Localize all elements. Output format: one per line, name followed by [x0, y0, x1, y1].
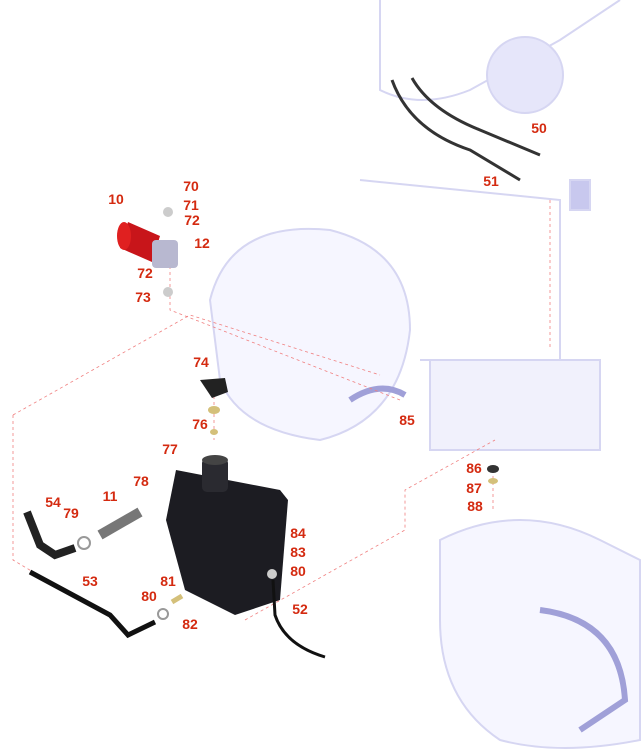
callout-70[interactable]: 70	[183, 178, 199, 194]
callout-10[interactable]: 10	[108, 191, 124, 207]
callout-50[interactable]: 50	[531, 120, 547, 136]
callout-53[interactable]: 53	[82, 573, 98, 589]
callout-78[interactable]: 78	[133, 473, 149, 489]
hose-11	[97, 507, 143, 540]
hose-50	[410, 77, 541, 157]
hose-51	[390, 79, 521, 182]
callout-12[interactable]: 12	[194, 235, 210, 251]
callout-51[interactable]: 51	[483, 173, 499, 189]
callout-81[interactable]: 81	[160, 573, 176, 589]
callout-74[interactable]: 74	[193, 354, 209, 370]
callout-77[interactable]: 77	[162, 441, 178, 457]
callout-54[interactable]: 54	[45, 494, 61, 510]
callout-85[interactable]: 85	[399, 412, 415, 428]
callout-83[interactable]: 83	[290, 544, 306, 560]
hose-52	[271, 579, 326, 659]
callout-84[interactable]: 84	[290, 525, 306, 541]
callout-80-right[interactable]: 80	[290, 563, 306, 579]
grommet-76	[208, 406, 220, 414]
hose-53	[28, 569, 157, 639]
hose-54	[23, 510, 77, 560]
callout-80-left[interactable]: 80	[141, 588, 157, 604]
callout-52[interactable]: 52	[292, 601, 308, 617]
fuel-tank	[166, 455, 288, 615]
callout-86[interactable]: 86	[466, 460, 482, 476]
callout-71[interactable]: 71	[183, 197, 199, 213]
machine-frame	[208, 0, 641, 749]
fitting-81	[170, 593, 184, 605]
callout-79[interactable]: 79	[63, 505, 79, 521]
callout-11[interactable]: 11	[102, 488, 118, 504]
callout-82[interactable]: 82	[182, 616, 198, 632]
callout-72-upper[interactable]: 72	[184, 212, 200, 228]
callout-76[interactable]: 76	[192, 416, 208, 432]
bracket-74	[200, 378, 228, 398]
fuel-filter	[117, 207, 178, 297]
callout-73[interactable]: 73	[135, 289, 151, 305]
callout-72-lower[interactable]: 72	[137, 265, 153, 281]
callout-87[interactable]: 87	[466, 480, 482, 496]
callout-88[interactable]: 88	[467, 498, 483, 514]
